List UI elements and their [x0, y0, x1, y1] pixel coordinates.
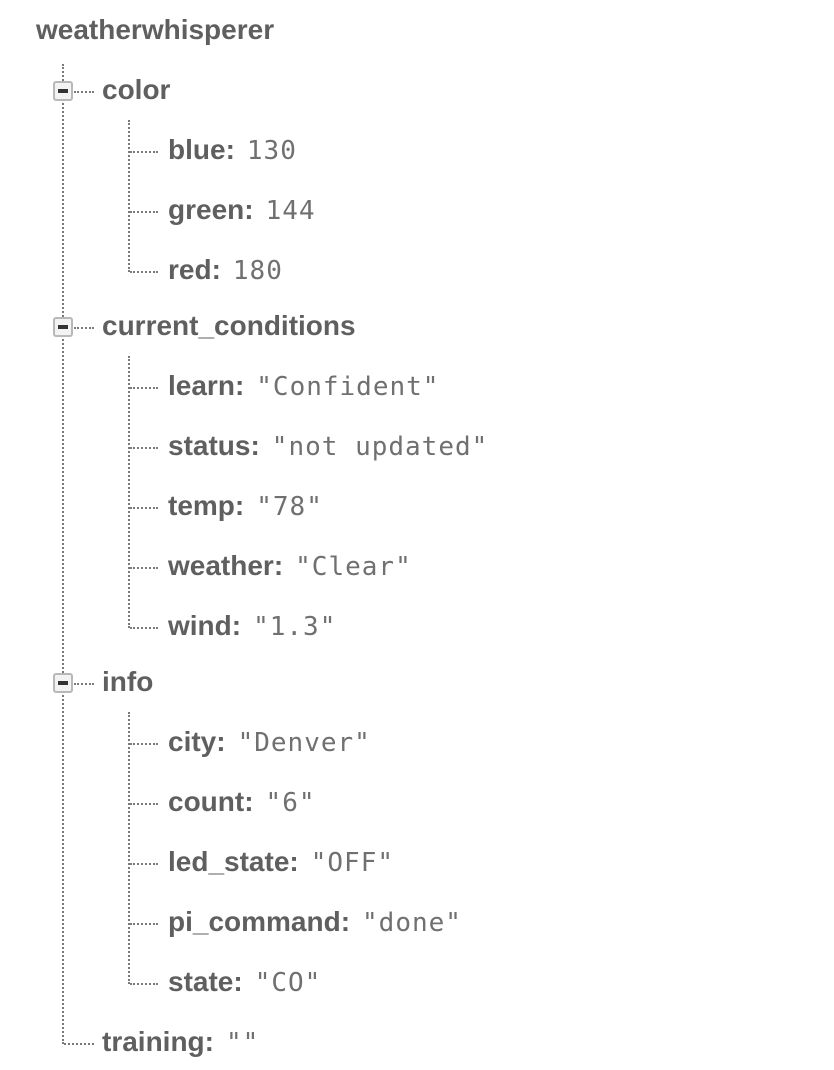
leaf-row[interactable]: wind:"1.3" — [168, 610, 337, 642]
tree-branch-line — [130, 151, 158, 153]
children-line — [128, 120, 130, 272]
children-line — [128, 356, 130, 628]
leaf-key: learn — [168, 370, 235, 401]
leaf-key: city — [168, 726, 217, 757]
leaf-key: state — [168, 966, 234, 997]
tree-branch-line — [130, 567, 158, 569]
leaf-value[interactable]: "6" — [265, 788, 316, 818]
leaf-row[interactable]: weather:"Clear" — [168, 550, 412, 582]
tree-branch-line — [74, 327, 94, 329]
leaf-key: training — [102, 1026, 205, 1057]
tree-branch-line — [130, 803, 158, 805]
leaf-value[interactable]: "Denver" — [237, 728, 371, 758]
tree-branch-line — [130, 447, 158, 449]
tree-trunk-line — [62, 64, 64, 1044]
leaf-value[interactable]: "done" — [362, 908, 462, 938]
leaf-value[interactable]: 180 — [232, 256, 283, 286]
leaf-key: weather — [168, 550, 274, 581]
leaf-key: wind — [168, 610, 232, 641]
leaf-key: led_state — [168, 846, 290, 877]
leaf-value[interactable]: "78" — [256, 492, 323, 522]
leaf-row[interactable]: state:"CO" — [168, 966, 322, 998]
leaf-key: status — [168, 430, 251, 461]
root-node-label[interactable]: weatherwhisperer — [36, 14, 275, 45]
tree-branch-line — [74, 91, 94, 93]
tree-branch-line — [130, 211, 158, 213]
leaf-row[interactable]: learn:"Confident" — [168, 370, 440, 402]
tree-branch-line — [130, 923, 158, 925]
node-key: current_conditions — [102, 310, 356, 341]
leaf-value[interactable]: "" — [226, 1028, 260, 1058]
leaf-row[interactable]: green:144 — [168, 194, 316, 226]
leaf-value[interactable]: "Confident" — [256, 372, 440, 402]
tree-branch-line — [130, 743, 158, 745]
tree-branch-line — [130, 863, 158, 865]
leaf-key: temp — [168, 490, 235, 521]
leaf-key: pi_command — [168, 906, 341, 937]
collapse-toggle-icon[interactable] — [53, 81, 73, 101]
leaf-key: green — [168, 194, 245, 225]
leaf-row[interactable]: count:"6" — [168, 786, 316, 818]
leaf-row[interactable]: city:"Denver" — [168, 726, 371, 758]
leaf-row-training[interactable]: training:"" — [102, 1026, 260, 1058]
leaf-row[interactable]: temp:"78" — [168, 490, 323, 522]
leaf-row[interactable]: status:"not updated" — [168, 430, 489, 462]
leaf-value[interactable]: 144 — [265, 196, 316, 226]
leaf-value[interactable]: 130 — [246, 136, 297, 166]
leaf-value[interactable]: "CO" — [254, 968, 322, 998]
tree-branch-line — [130, 507, 158, 509]
collapse-toggle-icon[interactable] — [53, 673, 73, 693]
node-current-conditions[interactable]: current_conditions — [102, 306, 356, 346]
leaf-row[interactable]: blue:130 — [168, 134, 297, 166]
children-line — [128, 712, 130, 984]
tree-branch-line — [130, 983, 158, 985]
leaf-key: red — [168, 254, 212, 285]
tree-branch-line — [74, 683, 94, 685]
leaf-row[interactable]: red:180 — [168, 254, 283, 286]
leaf-key: blue — [168, 134, 226, 165]
node-key: color — [102, 74, 171, 105]
tree-branch-line — [64, 1043, 94, 1045]
leaf-value[interactable]: "not updated" — [271, 432, 489, 462]
tree-branch-line — [130, 627, 158, 629]
node-color[interactable]: color — [102, 70, 170, 110]
leaf-row[interactable]: led_state:"OFF" — [168, 846, 395, 878]
leaf-key: count — [168, 786, 245, 817]
leaf-row[interactable]: pi_command:"done" — [168, 906, 462, 938]
node-key: info — [102, 666, 154, 697]
leaf-value[interactable]: "1.3" — [253, 612, 337, 642]
leaf-value[interactable]: "OFF" — [310, 848, 395, 878]
node-info[interactable]: info — [102, 662, 153, 702]
tree-branch-line — [130, 271, 158, 273]
collapse-toggle-icon[interactable] — [53, 317, 73, 337]
tree-branch-line — [130, 387, 158, 389]
leaf-value[interactable]: "Clear" — [295, 552, 412, 582]
